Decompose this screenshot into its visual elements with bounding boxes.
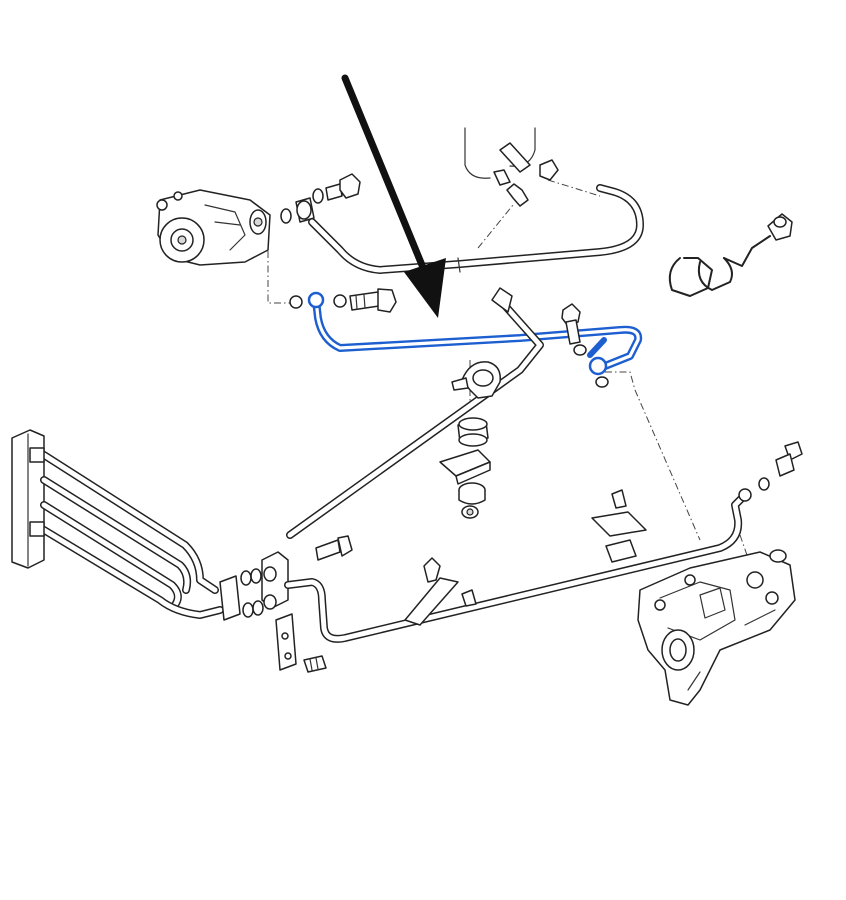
- wire-clip: [668, 235, 771, 297]
- sealing-washer: [280, 188, 324, 224]
- lower-return-pipe: [284, 488, 752, 643]
- hose-clamp: [451, 361, 501, 399]
- banjo-bolt: [561, 303, 581, 345]
- sealing-washer: [289, 294, 347, 309]
- banjo-bolt: [325, 173, 361, 201]
- banjo-bolt: [315, 535, 353, 561]
- reservoir-neck: [464, 127, 536, 186]
- rubber-grommet: [457, 417, 489, 447]
- sealing-washer: [758, 477, 770, 491]
- mounting-bracket: [275, 613, 327, 673]
- leader-lines: [267, 179, 749, 559]
- banjo-fitting: [295, 197, 315, 223]
- pointer-arrow: [341, 74, 446, 318]
- banjo-bolt: [775, 441, 803, 477]
- power-steering-pump: [156, 189, 271, 266]
- cooler-feed-pipe: [286, 287, 544, 539]
- banjo-bolt: [349, 288, 397, 313]
- oil-cooler: [11, 429, 224, 619]
- return-hose: [308, 184, 644, 274]
- rubber-grommet: [767, 213, 793, 241]
- mounting-bracket: [439, 449, 491, 485]
- rubber-grommet: [458, 482, 486, 519]
- sealing-washer: [573, 344, 609, 388]
- mounting-bracket: [591, 489, 647, 563]
- cooler-fittings: [219, 551, 289, 621]
- steering-gear-box: [637, 549, 796, 706]
- hose-clamp-small: [506, 159, 559, 207]
- support-bracket: [404, 557, 477, 626]
